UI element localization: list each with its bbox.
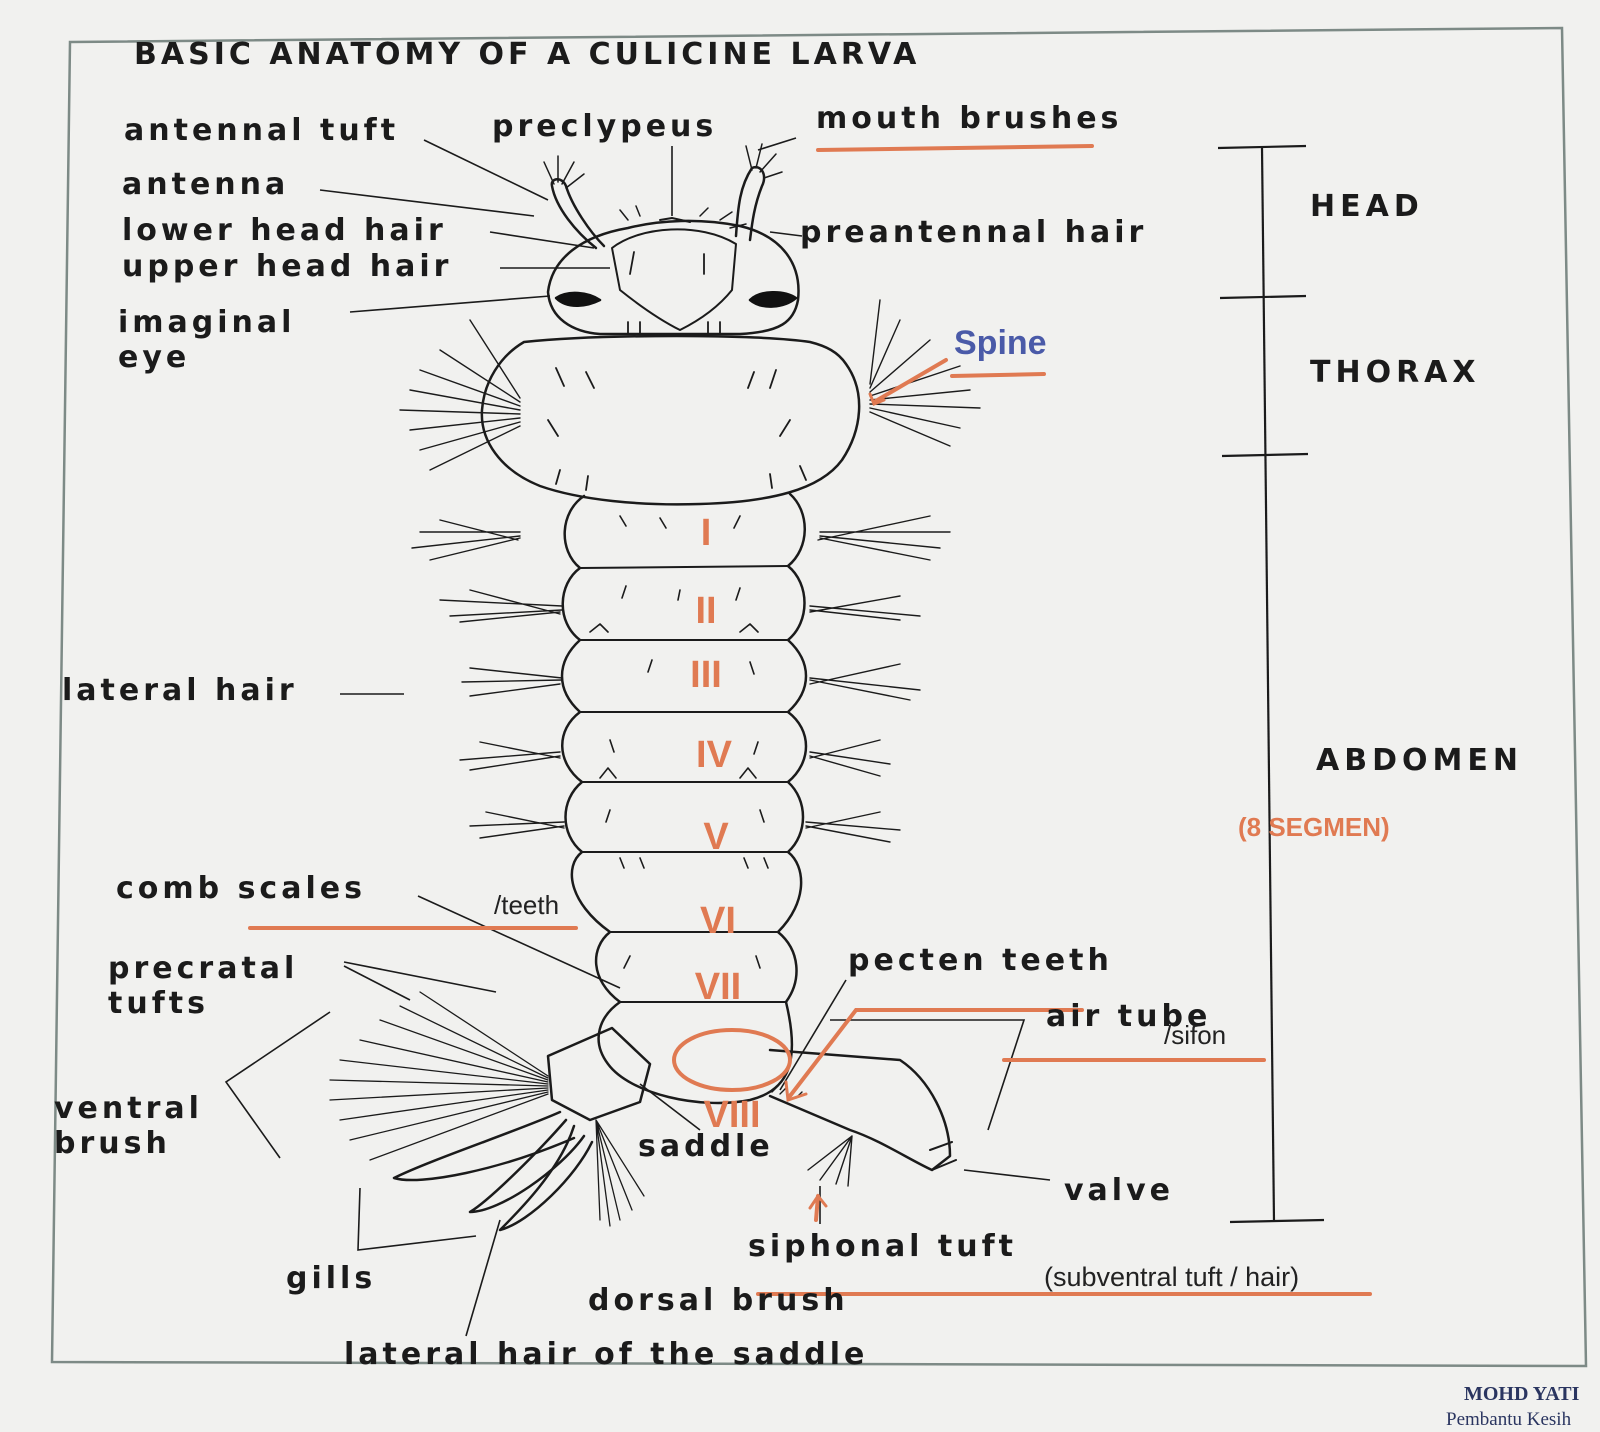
head-capsule [546,219,800,336]
annotation-teeth: /teeth [494,890,560,920]
credit-name: MOHD YATI [1464,1383,1580,1405]
label-comb-scales: comb scales [116,871,366,906]
tufts-word: tufts [108,985,209,1021]
pointer-lines [224,137,1051,1337]
label-preantennal-hair: preantennal hair [800,215,1148,250]
segment-label-6: VI [700,900,736,942]
segment-viii [597,1000,794,1105]
imaginal-word: imaginal [118,305,296,340]
annotation-8-segments: (8 SEGMEN) [1238,812,1390,842]
segment-label-2: II [695,590,717,632]
label-upper-head-hair: upper head hair [122,249,453,284]
ventral-brush-hairs [329,991,549,1161]
gill-3 [498,1124,594,1232]
label-gills: gills [286,1261,377,1296]
label-lower-head-hair: lower head hair [122,213,447,248]
annotation-subventral: (subventral tuft / hair) [1044,1262,1300,1292]
label-saddle: saddle [638,1129,774,1164]
right-eye [748,291,798,308]
abdomen-left-contour [560,494,622,1004]
annotation-marks [248,144,1372,1296]
credit-role: Pembantu Kesih [1446,1409,1572,1430]
region-thorax: THORAX [1310,355,1481,390]
left-eye [554,291,602,307]
label-valve: valve [1064,1173,1174,1208]
label-antenna: antenna [122,167,290,202]
left-antenna [550,178,606,250]
segment-label-1: I [700,512,712,554]
label-dorsal-brush: dorsal brush [588,1283,849,1318]
ventral-word: ventral [54,1091,203,1126]
region-head: HEAD [1310,189,1424,224]
annotation-spine: Spine [954,324,1047,362]
label-mouth-brushes: mouth brushes [816,101,1123,136]
diagram-title: BASIC ANATOMY OF A CULICINE LARVA [134,37,921,72]
precratal-word: precratal [108,951,299,986]
abdomen-right-contour [776,492,808,1004]
thorax [480,334,861,506]
segment-label-8: VIII [703,1094,761,1136]
region-scale-bar [1217,144,1325,1224]
dorsal-brush-hairs [595,1119,645,1227]
label-preclypeus: preclypeus [492,109,718,144]
larva-body [329,143,981,1232]
gill-2 [468,1118,586,1214]
brush-word: brush [54,1125,171,1161]
diagram-frame [50,26,1588,1368]
segment-label-5: V [703,816,729,858]
segment-label-3: III [690,654,722,696]
lateral-hairs-right [805,299,981,843]
segment-label-7: VII [694,966,742,1008]
eye-word: eye [118,339,191,375]
segment-label-4: IV [696,734,732,776]
label-antennal-tuft: antennal tuft [124,113,400,148]
label-air-tube: air tube [1046,999,1212,1034]
label-pecten-teeth: pecten teeth [848,943,1113,978]
lateral-hairs-left [399,319,565,839]
region-abdomen: ABDOMEN [1316,743,1523,778]
label-lateral-hair: lateral hair [62,673,298,708]
gill-1 [392,1110,576,1182]
label-lateral-hair-saddle: lateral hair of the saddle [344,1337,869,1372]
annotation-sifon: /sifon [1164,1020,1227,1050]
label-siphonal-tuft: siphonal tuft [748,1229,1018,1264]
air-tube-siphon [768,1048,952,1172]
